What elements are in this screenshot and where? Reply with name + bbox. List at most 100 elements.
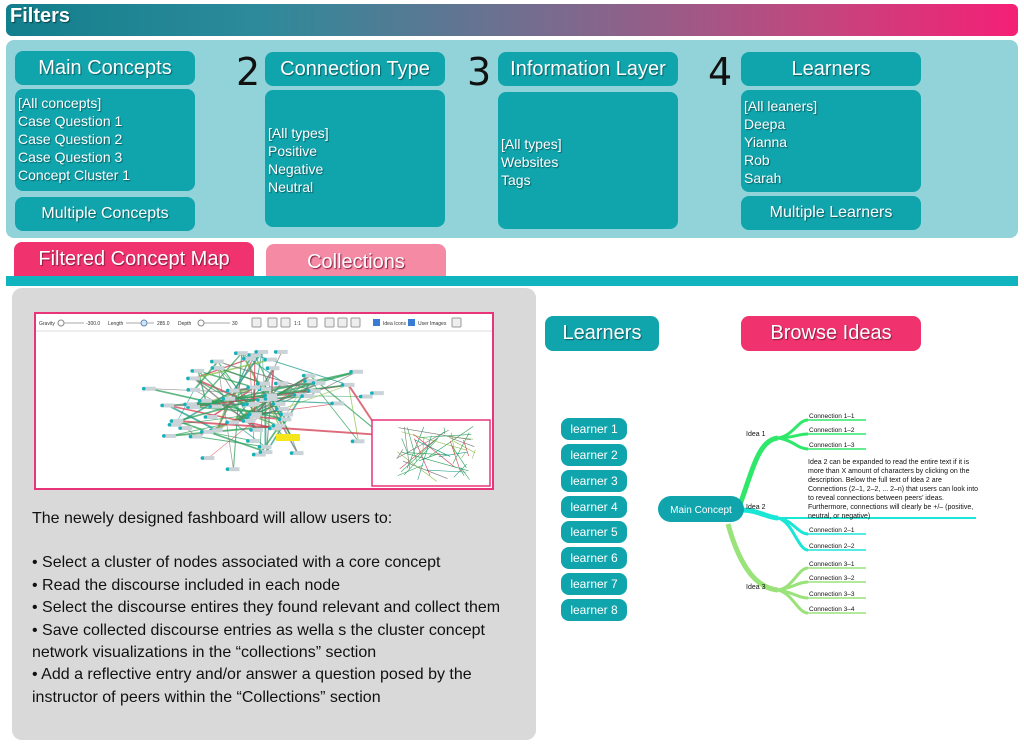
tab-collections[interactable]: Collections [266, 244, 446, 278]
network-node[interactable] [267, 366, 280, 371]
network-node[interactable] [192, 368, 205, 373]
learner-item-yianna[interactable]: Yianna [744, 134, 788, 150]
network-node[interactable] [247, 438, 260, 443]
learner-pill[interactable]: learner 8 [561, 599, 627, 621]
learner-pill[interactable]: learner 7 [561, 573, 627, 595]
gravity-slider-handle[interactable] [57, 319, 65, 327]
network-node[interactable] [371, 391, 384, 396]
fit-icon[interactable] [307, 317, 318, 328]
connection-label[interactable]: Connection 1–3 [809, 442, 855, 449]
learner-pill[interactable]: learner 4 [561, 496, 627, 518]
network-node[interactable] [210, 404, 223, 409]
zoom-in-icon[interactable] [267, 317, 278, 328]
learners-filter-button[interactable]: Learners [741, 52, 921, 86]
network-node[interactable] [243, 418, 256, 423]
concept-item-all[interactable]: [All concepts] [18, 95, 102, 111]
network-node[interactable] [212, 365, 225, 370]
network-node[interactable] [202, 456, 215, 461]
learner-pill[interactable]: learner 2 [561, 444, 627, 466]
connection-label[interactable]: Connection 1–1 [809, 413, 855, 420]
network-node[interactable] [352, 439, 365, 444]
network-node[interactable] [201, 429, 214, 434]
network-node[interactable] [303, 373, 316, 378]
network-node[interactable] [199, 398, 212, 403]
selected-node[interactable] [276, 434, 300, 441]
zoom-out-icon[interactable] [280, 317, 291, 328]
network-node[interactable] [187, 376, 200, 381]
network-node[interactable] [227, 388, 240, 393]
network-node[interactable] [184, 402, 197, 407]
learner-pill[interactable]: learner 1 [561, 418, 627, 440]
network-node[interactable] [248, 353, 261, 358]
idea-3-label[interactable]: Idea 3 [746, 584, 766, 591]
learners-button[interactable]: Learners [545, 316, 659, 351]
learner-pill[interactable]: learner 5 [561, 521, 627, 543]
network-node[interactable] [281, 412, 294, 417]
multiple-concepts-button[interactable]: Multiple Concepts [15, 197, 195, 231]
layer-item-websites[interactable]: Websites [501, 154, 559, 170]
network-node[interactable] [227, 420, 240, 425]
network-node[interactable] [273, 423, 286, 428]
network-node[interactable] [171, 419, 184, 424]
network-node[interactable] [169, 422, 182, 427]
network-node[interactable] [256, 349, 269, 354]
concept-item-case-question-1[interactable]: Case Question 1 [18, 113, 123, 129]
network-node[interactable] [253, 452, 266, 457]
connection-label[interactable]: Connection 3–2 [809, 575, 855, 582]
network-node[interactable] [279, 417, 292, 422]
user-images-checkbox[interactable] [408, 319, 415, 326]
connection-label[interactable]: Connection 3–1 [809, 561, 855, 568]
learner-item-deepa[interactable]: Deepa [744, 116, 786, 132]
network-node[interactable] [259, 387, 272, 392]
zoom-one-to-one[interactable]: 1:1 [294, 321, 301, 327]
network-node[interactable] [243, 356, 256, 361]
layer-item-tags[interactable]: Tags [501, 172, 531, 188]
settings-icon[interactable] [451, 317, 462, 328]
network-node[interactable] [210, 428, 223, 433]
concept-item-cluster-1[interactable]: Concept Cluster 1 [18, 167, 131, 183]
reset-icon[interactable] [251, 317, 262, 328]
network-node[interactable] [350, 369, 363, 374]
connection-label[interactable]: Connection 2–1 [809, 527, 855, 534]
network-node[interactable] [273, 401, 286, 406]
network-node[interactable] [227, 467, 240, 472]
connection-label[interactable]: Connection 2–2 [809, 543, 855, 550]
learner-item-rob[interactable]: Rob [744, 152, 770, 168]
network-node[interactable] [294, 392, 307, 397]
idea-icons-checkbox[interactable] [373, 319, 380, 326]
network-node[interactable] [248, 414, 261, 419]
learner-item-all[interactable]: [All leaners] [744, 98, 818, 114]
network-node[interactable] [235, 351, 248, 356]
network-node[interactable] [143, 386, 156, 391]
multiple-learners-button[interactable]: Multiple Learners [741, 196, 921, 230]
network-node[interactable] [180, 426, 193, 431]
layer-item-all[interactable]: [All types] [501, 136, 562, 152]
network-node[interactable] [205, 415, 218, 420]
network-node[interactable] [332, 401, 345, 406]
network-node[interactable] [265, 393, 278, 398]
browse-ideas-button[interactable]: Browse Ideas [741, 316, 921, 351]
concept-item-case-question-2[interactable]: Case Question 2 [18, 131, 123, 147]
connection-label[interactable]: Connection 3–4 [809, 606, 855, 613]
network-node[interactable] [248, 385, 261, 390]
network-node[interactable] [190, 434, 203, 439]
learner-pill[interactable]: learner 3 [561, 470, 627, 492]
network-node[interactable] [342, 382, 355, 387]
network-node[interactable] [257, 397, 270, 402]
connection-type-button[interactable]: Connection Type [265, 52, 445, 86]
network-node[interactable] [313, 381, 326, 386]
network-node[interactable] [259, 444, 272, 449]
network-node[interactable] [276, 406, 289, 411]
length-slider-handle[interactable] [140, 319, 148, 327]
network-node[interactable] [260, 450, 273, 455]
learner-item-sarah[interactable]: Sarah [744, 170, 782, 186]
network-node[interactable] [250, 427, 263, 432]
type-item-negative[interactable]: Negative [268, 161, 324, 177]
network-visualization[interactable]: Gravity -300.0 Length 285.0 Depth 30 1:1… [34, 312, 494, 490]
depth-slider-handle[interactable] [197, 319, 205, 327]
network-node[interactable] [302, 394, 315, 399]
learner-pill[interactable]: learner 6 [561, 547, 627, 569]
tab-filtered-concept-map[interactable]: Filtered Concept Map [14, 242, 254, 276]
network-node[interactable] [211, 359, 224, 364]
network-node[interactable] [265, 396, 278, 401]
